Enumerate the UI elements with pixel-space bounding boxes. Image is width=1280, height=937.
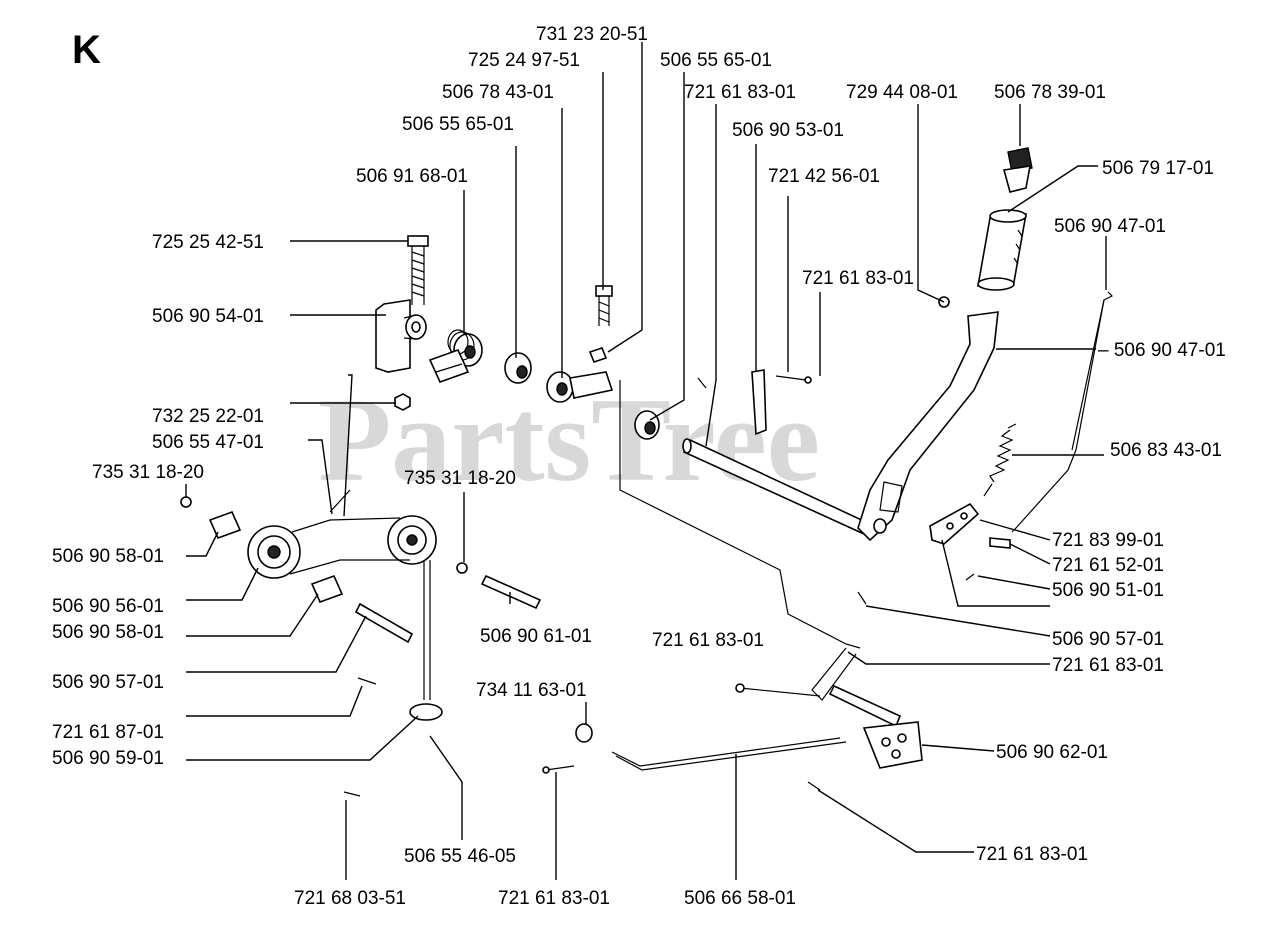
handle-part (857, 311, 999, 542)
label-506-90-59-01: 506 90 59-01 (52, 748, 164, 769)
left-parts (180, 489, 542, 797)
tension-spring-part (983, 423, 1017, 497)
spring-part (428, 329, 483, 384)
part-drawings (180, 147, 1114, 797)
nut-part (394, 393, 411, 411)
label-721-61-83-01-c: 506 90 57-01 (1052, 629, 1164, 650)
label-506-90-57-01-a: 506 90 61-01 (480, 626, 592, 647)
spacer2-part (634, 410, 660, 440)
label-506-90-58-01-b: 506 90 58-01 (52, 622, 164, 643)
label-721-68-03-51: 721 68 03-51 (294, 888, 406, 909)
linkage-part (542, 380, 923, 791)
bolt-part (407, 235, 429, 305)
label-721-61-87-01: 721 61 87-01 (52, 722, 164, 743)
label-721-42-56-01: 721 42 56-01 (768, 166, 880, 187)
section-letter: K (72, 28, 101, 72)
label-506-55-65-01-b: 506 55 65-01 (402, 114, 514, 135)
label-506-90-56-01: 506 90 56-01 (52, 596, 164, 617)
label-506-78-43-01: 506 78 43-01 (442, 82, 554, 103)
label-506-90-57-01-b: 506 90 57-01 (52, 672, 164, 693)
label-729-44-08-01: 729 44 08-01 (846, 82, 958, 103)
label-721-83-99-01: 721 83 99-01 (1052, 530, 1164, 551)
label-506-90-53-01: 506 90 53-01 (732, 120, 844, 141)
pulley-part (247, 515, 437, 700)
label-506-55-47-01: 506 55 47-01 (152, 432, 264, 453)
label-721-61-83-01-d: 721 61 83-01 (652, 630, 764, 651)
label-721-61-83-01-a: 721 61 83-01 (684, 82, 796, 103)
label-721-61-52-01: 721 61 52-01 (1052, 555, 1164, 576)
label-506-91-68-01: 506 91 68-01 (356, 166, 468, 187)
label-506-55-46-05: 506 55 46-05 (404, 846, 516, 867)
label-506-83-43-01: 506 83 43-01 (1110, 440, 1222, 461)
label-721-61-83-01-f: 721 61 83-01 (498, 888, 610, 909)
rod-part (1011, 291, 1114, 533)
label-506-90-51-01: 506 90 51-01 (1052, 580, 1164, 601)
label-735-31-18-20-b: 735 31 18-20 (404, 468, 516, 489)
label-506-79-17-01: 506 79 17-01 (1102, 158, 1214, 179)
label-506-90-54-01: 506 90 54-01 (152, 306, 264, 327)
label-725-25-42-51: 725 25 42-51 (152, 232, 264, 253)
label-506-78-39-01: 506 78 39-01 (994, 82, 1106, 103)
plate-part (929, 502, 1011, 581)
lever-part (546, 285, 614, 403)
label-732-25-22-01: 732 25 22-01 (152, 406, 264, 427)
label-506-90-47-01-b: – 506 90 47-01 (1098, 340, 1226, 361)
label-506-90-61-01: 721 61 83-01 (1052, 655, 1164, 676)
spacer-part (504, 352, 532, 384)
label-735-31-18-20-a: 735 31 18-20 (92, 462, 204, 483)
label-506-55-65-01-a: 506 55 65-01 (660, 50, 772, 71)
label-506-66-58-01: 506 66 58-01 (684, 888, 796, 909)
label-506-90-62-01: 506 90 62-01 (996, 742, 1108, 763)
label-506-90-47-01-a: 506 90 47-01 (1054, 216, 1166, 237)
label-725-24-97-51: 725 24 97-51 (468, 50, 580, 71)
part-labels: 731 23 20-51 725 24 97-51 506 55 65-01 5… (52, 24, 1226, 909)
label-731-23-20-51: 731 23 20-51 (536, 24, 648, 45)
leader-lines (185, 42, 1107, 880)
label-721-61-83-01-b: 721 61 83-01 (802, 268, 914, 289)
label-721-61-83-01-e: 721 61 83-01 (976, 844, 1088, 865)
pins-part (697, 296, 950, 436)
label-734-11-63-01: 734 11 63-01 (476, 680, 587, 701)
label-506-90-58-01-a: 506 90 58-01 (52, 546, 164, 567)
grip-part (977, 147, 1033, 291)
bracket-part (375, 299, 427, 373)
